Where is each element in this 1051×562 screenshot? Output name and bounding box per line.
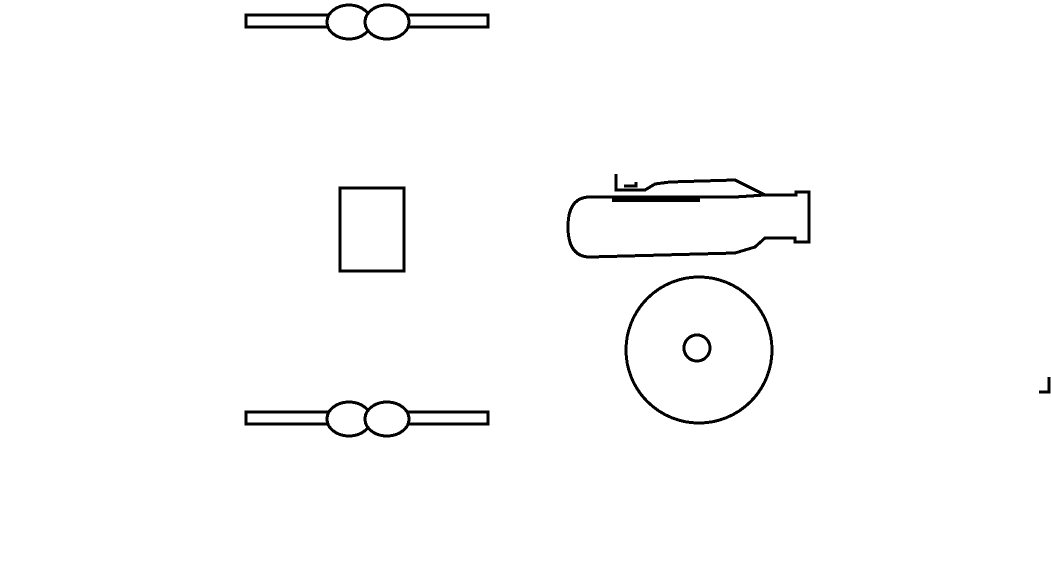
fragment-icon — [1039, 377, 1051, 394]
bone-bottom-icon[interactable] — [244, 400, 490, 438]
bone-top-icon[interactable] — [244, 3, 490, 41]
card-icon[interactable] — [338, 186, 406, 273]
wheel-icon[interactable] — [624, 275, 774, 425]
cannon-barrel-icon[interactable] — [566, 174, 811, 259]
